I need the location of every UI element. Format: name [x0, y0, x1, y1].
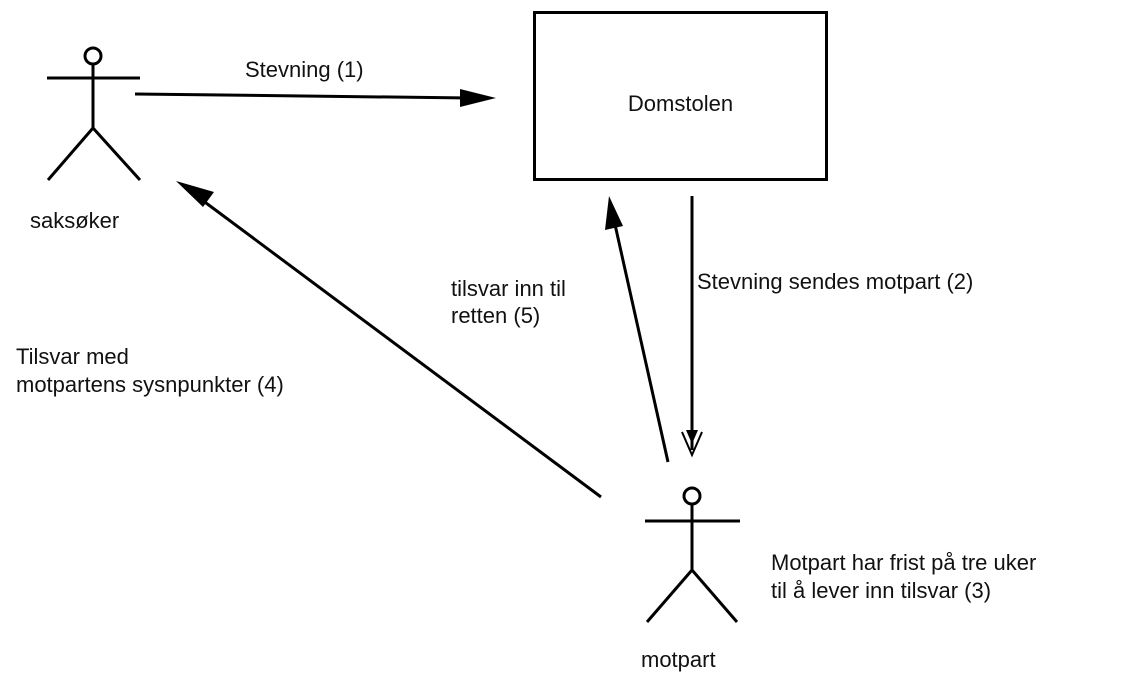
arrow-reply-court: [605, 196, 670, 463]
reply-views-label-line-1: Tilsvar med: [16, 344, 129, 369]
court-label: Domstolen: [627, 91, 734, 116]
reply-court-label-line-1: tilsvar inn til: [451, 276, 566, 301]
defendant-right-leg: [690, 569, 739, 623]
summons-label: Stevning (1): [245, 57, 364, 82]
plaintiff-figure: [46, 46, 142, 182]
deadline-label-line-2: til å lever inn tilsvar (3): [771, 578, 992, 603]
defendant-figure: [645, 486, 740, 623]
reply-court-label-line-2: retten (5): [451, 303, 541, 328]
court-box: Domstolen: [533, 11, 828, 181]
defendant-left-leg: [645, 569, 694, 623]
arrow-summons-sent: [681, 196, 703, 458]
plaintiff-right-leg: [91, 126, 142, 182]
plaintiff-head: [83, 46, 103, 66]
reply-views-label-line-2: motpartens sysnpunkter (4): [16, 372, 284, 397]
arrow-reply-views: [176, 181, 602, 499]
plaintiff-left-leg: [46, 127, 95, 181]
arrow-summons: [134, 89, 496, 107]
deadline-label-line-1: Motpart har frist på tre uker: [771, 550, 1037, 575]
plaintiff-label: saksøker: [30, 208, 120, 233]
defendant-head: [682, 486, 702, 506]
defendant-label: motpart: [641, 647, 716, 672]
summons-sent-label: Stevning sendes motpart (2): [697, 269, 974, 294]
